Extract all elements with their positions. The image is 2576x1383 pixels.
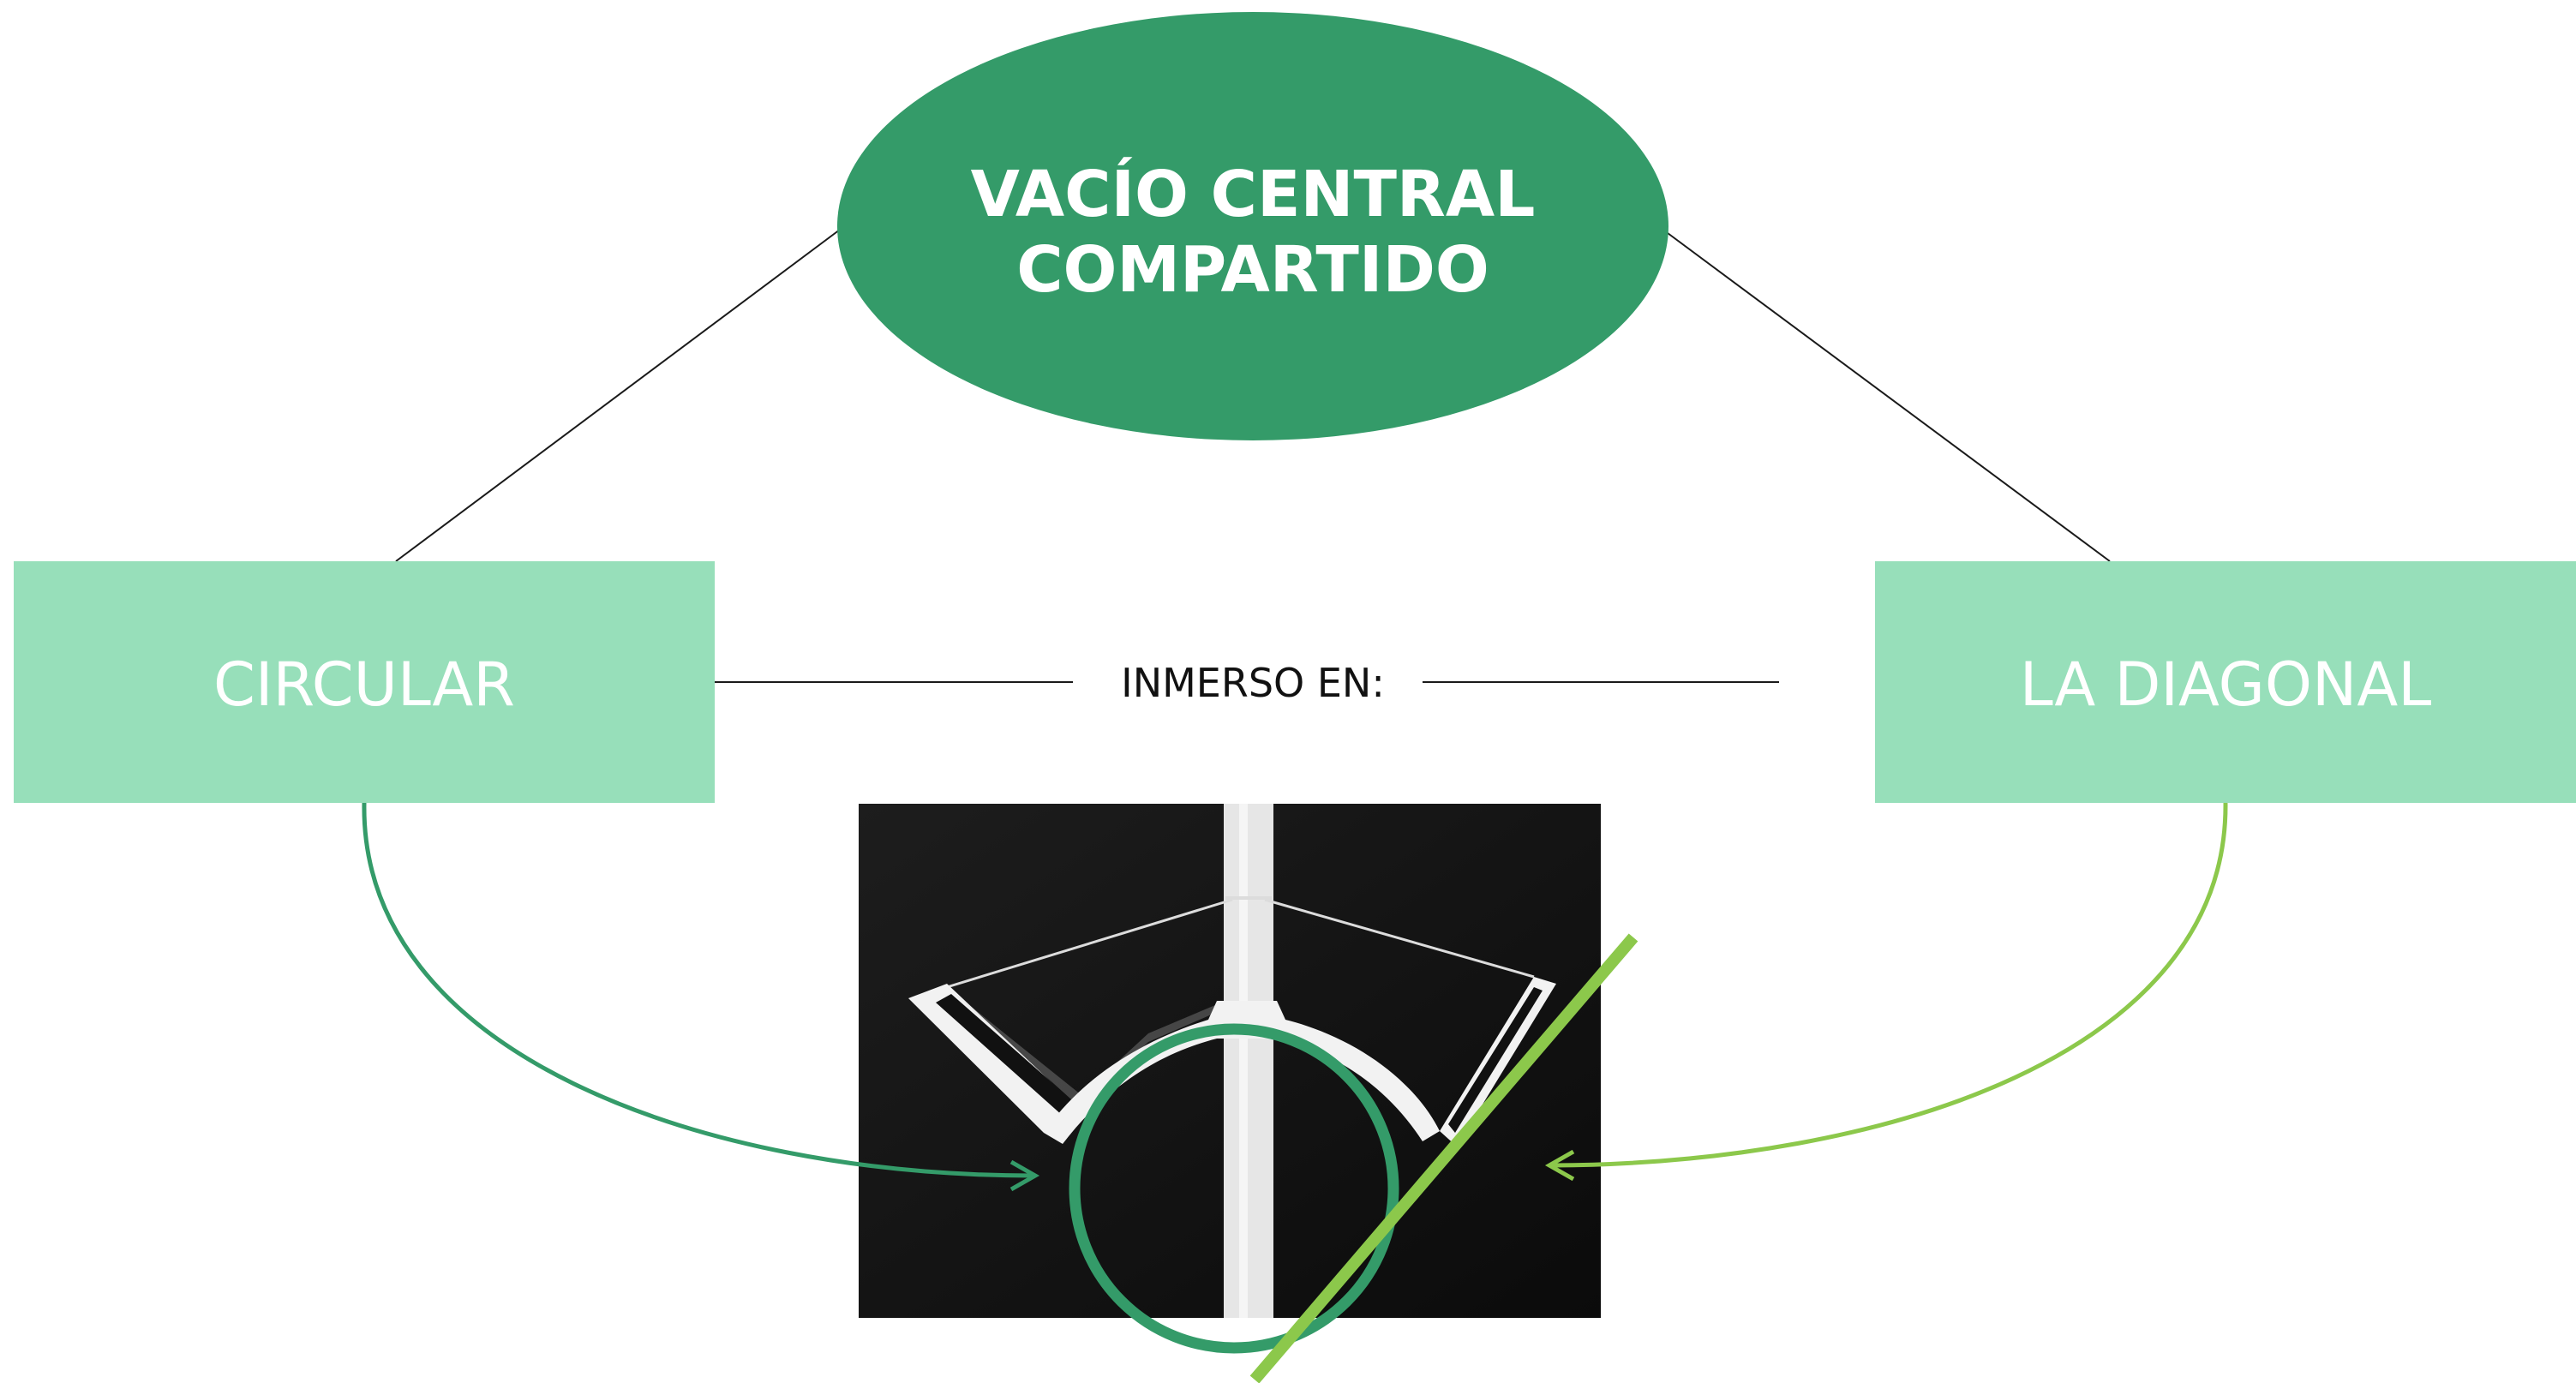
circular-node-box bbox=[14, 561, 715, 803]
center-node-title-line1: VACÍO CENTRAL bbox=[971, 156, 1536, 231]
diagonal-arrowhead bbox=[1544, 1149, 1575, 1182]
center-node-ellipse bbox=[837, 12, 1668, 440]
diagonal-node-label: LA DIAGONAL bbox=[2020, 650, 2432, 720]
connector-line-center-to-circular bbox=[395, 229, 841, 562]
circular-overlay bbox=[1069, 1023, 1399, 1354]
connector-line-center-to-diagonal bbox=[1667, 232, 2111, 562]
circular-arrow-curve bbox=[362, 802, 1033, 1178]
diagonal-arrow-curve bbox=[1552, 802, 2228, 1168]
circular-node-label: CIRCULAR bbox=[213, 650, 515, 720]
center-node-title-line2: COMPARTIDO bbox=[1016, 233, 1489, 307]
circular-arrowhead bbox=[1009, 1159, 1040, 1192]
connector-label: INMERSO EN: bbox=[1121, 660, 1385, 706]
diagonal-node-box bbox=[1875, 561, 2576, 803]
model-photo bbox=[859, 804, 1601, 1318]
diagonal-overlay bbox=[1249, 933, 1638, 1383]
